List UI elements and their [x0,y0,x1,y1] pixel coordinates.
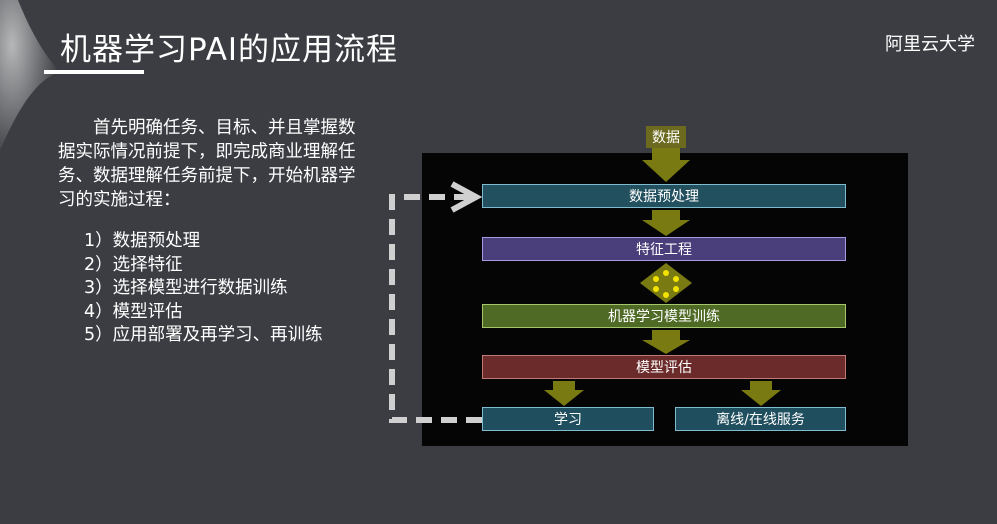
node-serve: 离线/在线服务 [675,407,846,431]
retrain-loop-arrow [389,194,482,423]
step-item: 1）数据预处理 [84,231,201,251]
step-item: 5）应用部署及再学习、再训练 [84,325,323,345]
data-input-label: 数据 [646,126,686,148]
node-preprocess: 数据预处理 [482,184,846,208]
arrow-right-icon [450,181,483,213]
node-evaluate: 模型评估 [482,355,846,379]
node-train: 机器学习模型训练 [482,304,846,328]
arrow-down-icon [544,381,584,406]
step-item: 2）选择特征 [84,254,183,275]
corner-swoosh-decoration [0,0,60,150]
steps-list: 1）数据预处理 2）选择特征 3）选择模型进行数据训练 4）模型评估 5）应用部… [84,230,323,348]
node-learn: 学习 [482,407,654,431]
dot-icon [663,270,669,276]
arrow-down-icon [642,330,690,354]
brand-logo-text: 阿里云大学 [885,34,975,55]
arrow-down-icon [741,381,781,406]
dot-icon [653,286,659,292]
dot-icon [653,276,659,282]
feature-selection-diamond-icon [640,263,692,303]
dot-icon [673,276,679,282]
arrow-down-icon [642,148,690,182]
arrow-down-icon [642,210,690,236]
node-feature: 特征工程 [482,237,846,261]
dot-icon [663,292,669,298]
step-item: 4）模型评估 [84,301,183,322]
page-title: 机器学习PAI的应用流程 [60,32,399,68]
dot-icon [673,286,679,292]
step-item: 3）选择模型进行数据训练 [84,278,288,298]
intro-paragraph: 首先明确任务、目标、并且掌握数据实际情况前提下，即完成商业理解任务、数据理解任务… [58,118,356,210]
title-underline [44,70,144,74]
